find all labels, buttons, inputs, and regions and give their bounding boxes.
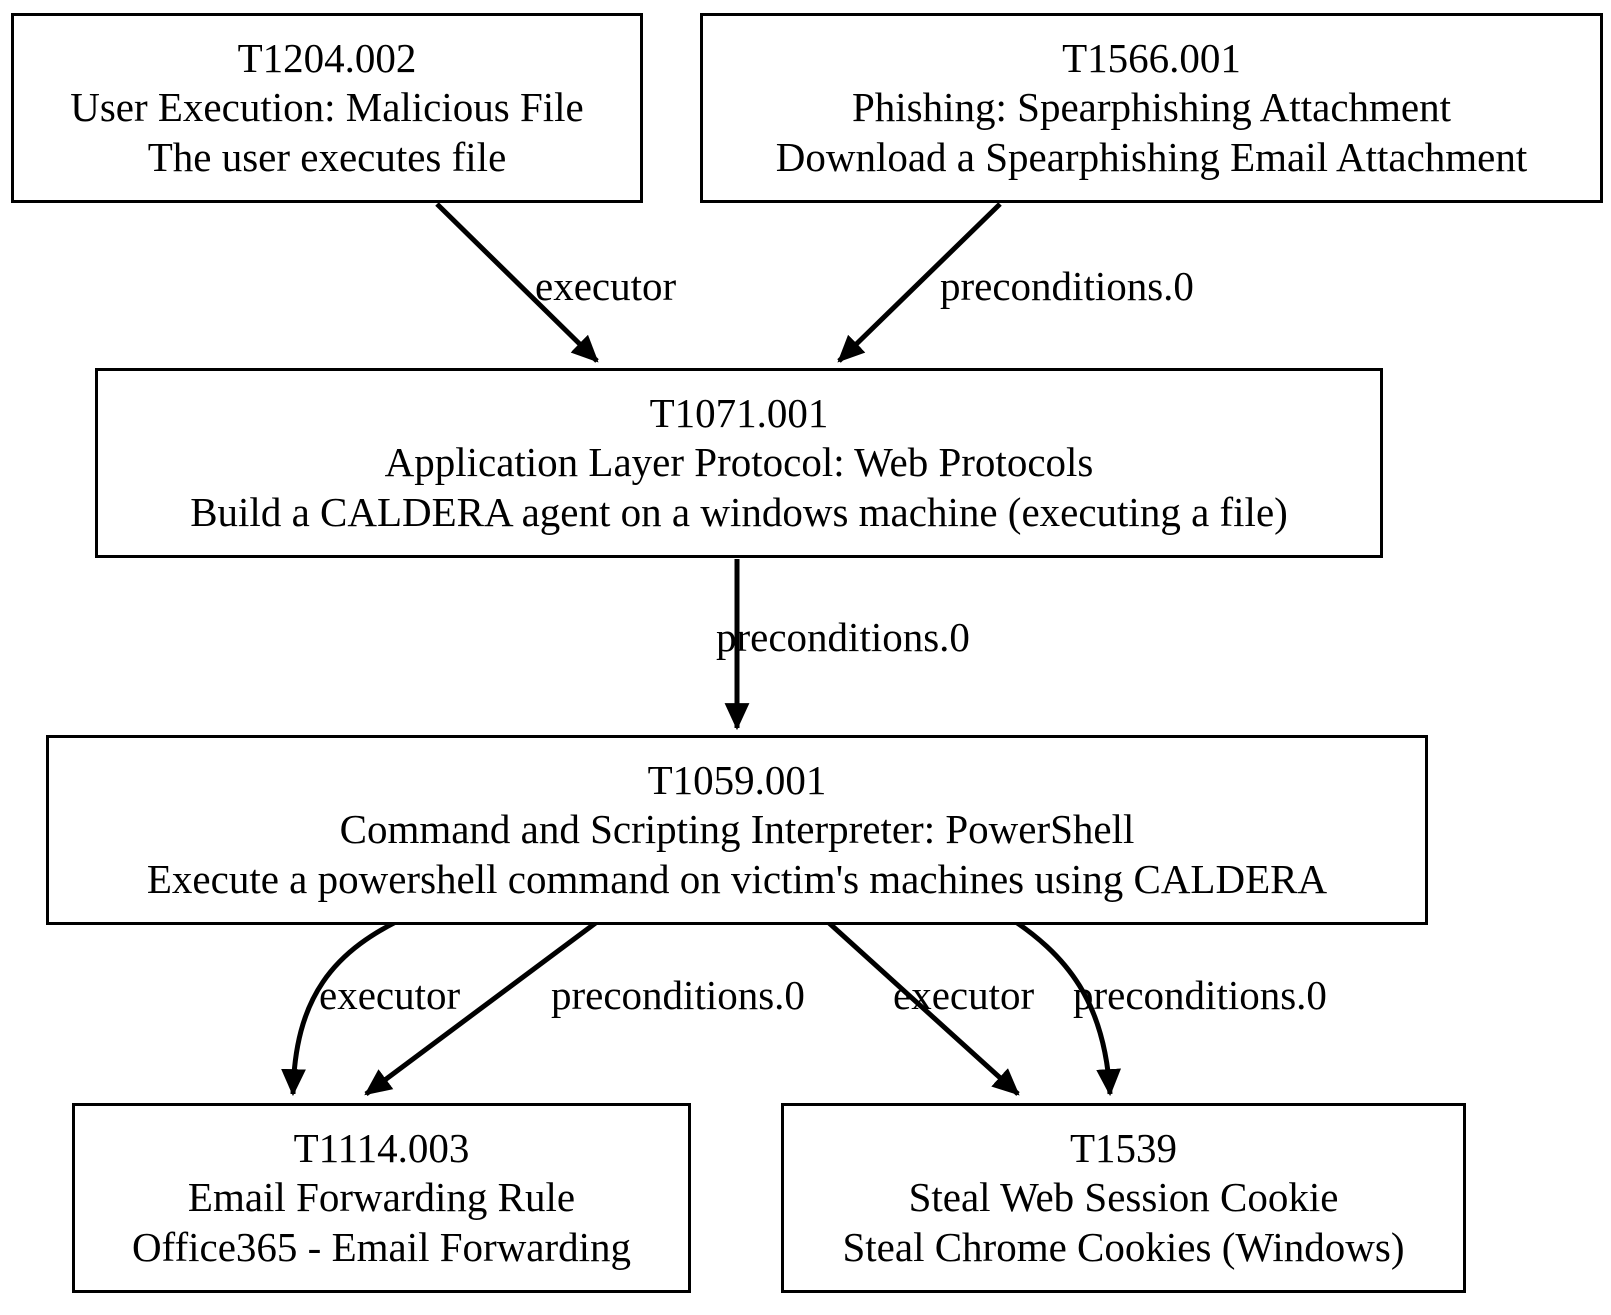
node-technique-name: Application Layer Protocol: Web Protocol…	[384, 439, 1094, 486]
node-t1059-001[interactable]: T1059.001 Command and Scripting Interpre…	[46, 735, 1428, 925]
node-id: T1539	[1069, 1125, 1178, 1172]
node-t1114-003[interactable]: T1114.003 Email Forwarding Rule Office36…	[72, 1103, 691, 1293]
node-id: T1204.002	[237, 35, 417, 82]
node-description: Build a CALDERA agent on a windows machi…	[190, 488, 1288, 535]
node-technique-name: Steal Web Session Cookie	[908, 1174, 1339, 1221]
node-description: Office365 - Email Forwarding	[131, 1223, 632, 1270]
edge-label-executor-t1114: executor	[319, 972, 461, 1018]
node-t1071-001[interactable]: T1071.001 Application Layer Protocol: We…	[95, 368, 1383, 558]
node-id: T1071.001	[649, 390, 829, 437]
node-description: Steal Chrome Cookies (Windows)	[842, 1223, 1405, 1270]
node-description: The user executes file	[147, 133, 507, 180]
node-technique-name: User Execution: Malicious File	[70, 84, 584, 131]
edge-label-preconditions-t1071: preconditions.0	[716, 614, 970, 660]
node-id: T1114.003	[293, 1125, 470, 1172]
node-technique-name: Command and Scripting Interpreter: Power…	[339, 806, 1135, 853]
node-t1539[interactable]: T1539 Steal Web Session Cookie Steal Chr…	[781, 1103, 1466, 1293]
node-description: Download a Spearphishing Email Attachmen…	[775, 133, 1528, 180]
edge-label-preconditions-t1566: preconditions.0	[940, 263, 1194, 309]
node-technique-name: Email Forwarding Rule	[187, 1174, 576, 1221]
edge-label-preconditions-t1539: preconditions.0	[1073, 972, 1327, 1018]
node-t1204-002[interactable]: T1204.002 User Execution: Malicious File…	[11, 13, 643, 203]
node-id: T1566.001	[1062, 35, 1241, 82]
node-description: Execute a powershell command on victim's…	[146, 855, 1328, 902]
edge-label-executor-t1204: executor	[535, 263, 677, 309]
edge-label-executor-t1539: executor	[893, 972, 1035, 1018]
node-technique-name: Phishing: Spearphishing Attachment	[851, 84, 1452, 131]
node-id: T1059.001	[647, 757, 827, 804]
node-t1566-001[interactable]: T1566.001 Phishing: Spearphishing Attach…	[700, 13, 1603, 203]
edge-label-preconditions-t1114: preconditions.0	[551, 972, 805, 1018]
